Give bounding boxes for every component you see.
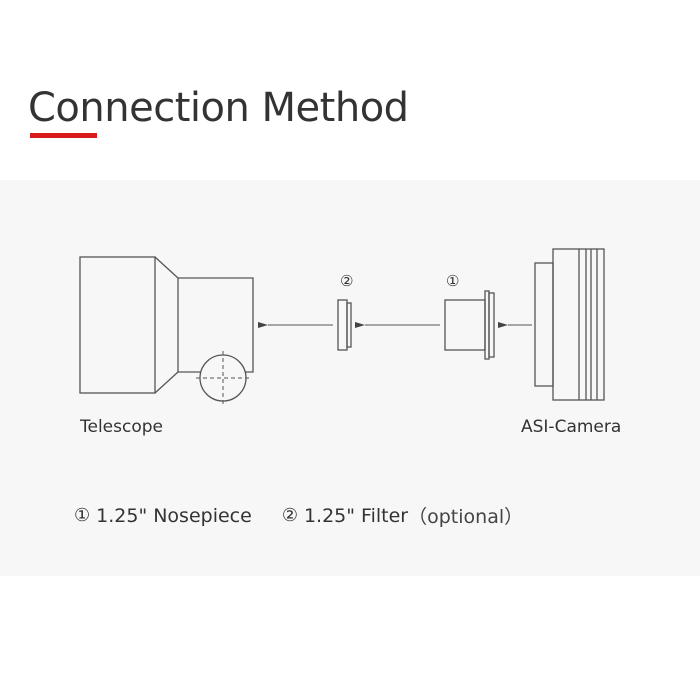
nosepiece-callout-marker: ① xyxy=(446,272,460,290)
nosepiece-drawing xyxy=(444,290,495,360)
legend-item-nosepiece: ① 1.25" Nosepiece xyxy=(74,505,252,527)
filter-drawing xyxy=(337,299,352,351)
legend-label: 1.25" Nosepiece xyxy=(96,504,252,527)
page-title: Connection Method xyxy=(28,85,409,131)
legend-marker: ① xyxy=(74,505,91,526)
telescope-focuser-tube xyxy=(178,277,254,373)
telescope-main-tube xyxy=(79,256,156,394)
camera-drawing xyxy=(534,248,605,401)
telescope-taper-bottom xyxy=(154,371,179,394)
parts-legend: ① 1.25" Nosepiece ② 1.25" Filter （option… xyxy=(74,502,523,529)
diagram-panel xyxy=(0,180,700,576)
camera-front-ring xyxy=(534,262,554,387)
telescope-taper-top xyxy=(154,256,179,279)
legend-marker: ② xyxy=(281,505,298,526)
legend-label: 1.25" Filter xyxy=(303,504,409,527)
telescope-drawing xyxy=(79,256,254,405)
legend-optional-note: （optional） xyxy=(408,506,524,528)
camera-label: ASI-Camera xyxy=(521,417,622,437)
legend-item-filter: ② 1.25" Filter （optional） xyxy=(282,502,523,529)
filter-callout-marker: ② xyxy=(340,272,354,290)
title-underline-accent xyxy=(30,133,97,138)
telescope-label: Telescope xyxy=(80,417,163,437)
